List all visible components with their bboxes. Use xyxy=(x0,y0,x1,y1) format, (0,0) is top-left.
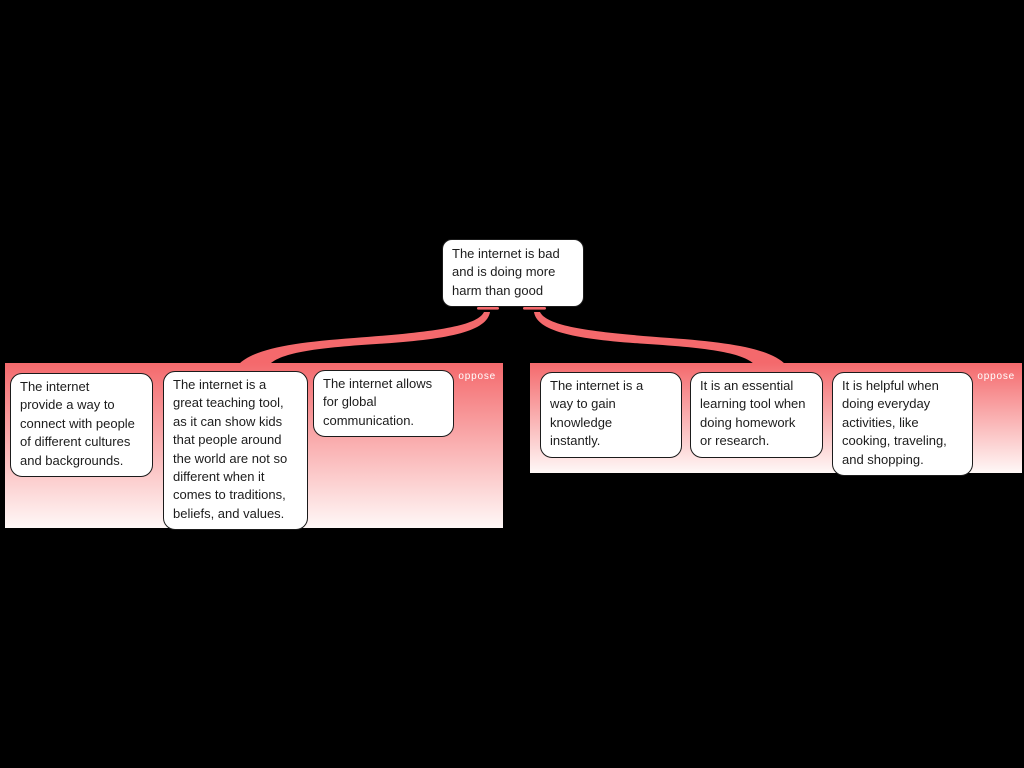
argument-card[interactable]: It is helpful when doing everyday activi… xyxy=(832,372,973,477)
argument-card[interactable]: The internet is a great teaching tool, a… xyxy=(163,371,308,531)
oppose-label-right: oppose xyxy=(977,371,1015,382)
argument-card[interactable]: The internet allows for global communica… xyxy=(313,370,454,438)
oppose-label-left: oppose xyxy=(458,371,496,382)
branch-curve-right xyxy=(534,312,786,365)
branch-stub-left xyxy=(477,307,499,310)
branch-stub-right xyxy=(523,307,546,310)
branch-curve-left xyxy=(238,312,490,365)
oppose-group-right[interactable]: oppose The internet is a way to gain kno… xyxy=(530,363,1022,477)
argument-card[interactable]: The internet provide a way to connect wi… xyxy=(10,373,153,478)
argument-card[interactable]: The internet is a way to gain knowledge … xyxy=(540,372,682,458)
root-claim-node[interactable]: The internet is bad and is doing more ha… xyxy=(442,239,584,308)
oppose-group-left[interactable]: oppose The internet provide a way to con… xyxy=(5,363,503,531)
argument-card[interactable]: It is an essential learning tool when do… xyxy=(690,372,823,458)
